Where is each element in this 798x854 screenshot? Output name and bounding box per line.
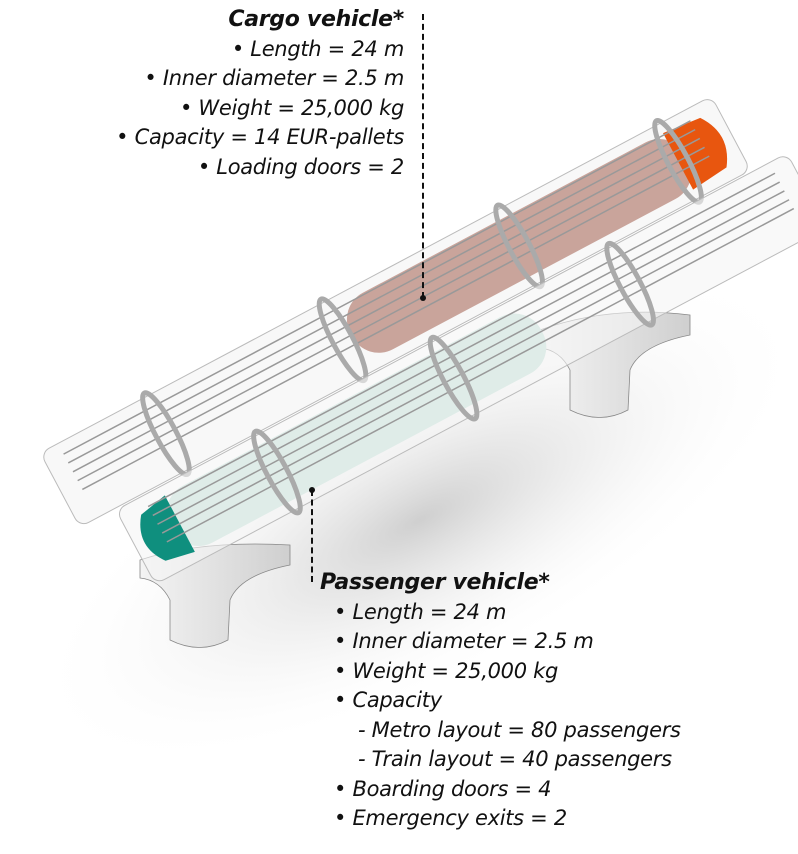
passenger-spec-item: • Boarding doors = 4: [334, 776, 552, 801]
passenger-leader-line: [311, 490, 313, 582]
passenger-spec-item: • Emergency exits = 2: [334, 806, 567, 830]
cargo-spec-item: • Inner diameter = 2.5 m: [144, 66, 404, 90]
cargo-spec-item: • Weight = 25,000 kg: [179, 95, 404, 120]
passenger-spec-item: • Capacity: [334, 688, 442, 712]
cargo-spec-item: • Loading doors = 2: [197, 154, 404, 179]
cargo-leader-line: [422, 14, 424, 298]
cargo-pointer-dot: [420, 295, 426, 301]
passenger-spec-item: • Length = 24 m: [334, 599, 507, 624]
cargo-title: Cargo vehicle*: [228, 7, 404, 32]
passenger-title: Passenger vehicle*: [320, 570, 550, 595]
passenger-vehicle-nose: [140, 495, 195, 561]
cargo-spec-item: • Capacity = 14 EUR-pallets: [116, 125, 404, 149]
passenger-tube: [118, 156, 798, 582]
passenger-spec-item: • Weight = 25,000 kg: [334, 658, 559, 683]
cargo-spec-block: Cargo vehicle* • Length = 24 m • Inner d…: [116, 5, 404, 182]
cargo-tube: [43, 99, 748, 525]
passenger-capacity-sub: - Train layout = 40 passengers: [358, 747, 672, 771]
passenger-spec-block: Passenger vehicle* • Length = 24 m • Inn…: [320, 568, 681, 834]
cargo-spec-item: • Length = 24 m: [231, 36, 404, 61]
passenger-capacity-sub: - Metro layout = 80 passengers: [358, 717, 681, 742]
passenger-spec-item: • Inner diameter = 2.5 m: [334, 629, 594, 653]
cargo-vehicle-nose: [663, 117, 728, 190]
